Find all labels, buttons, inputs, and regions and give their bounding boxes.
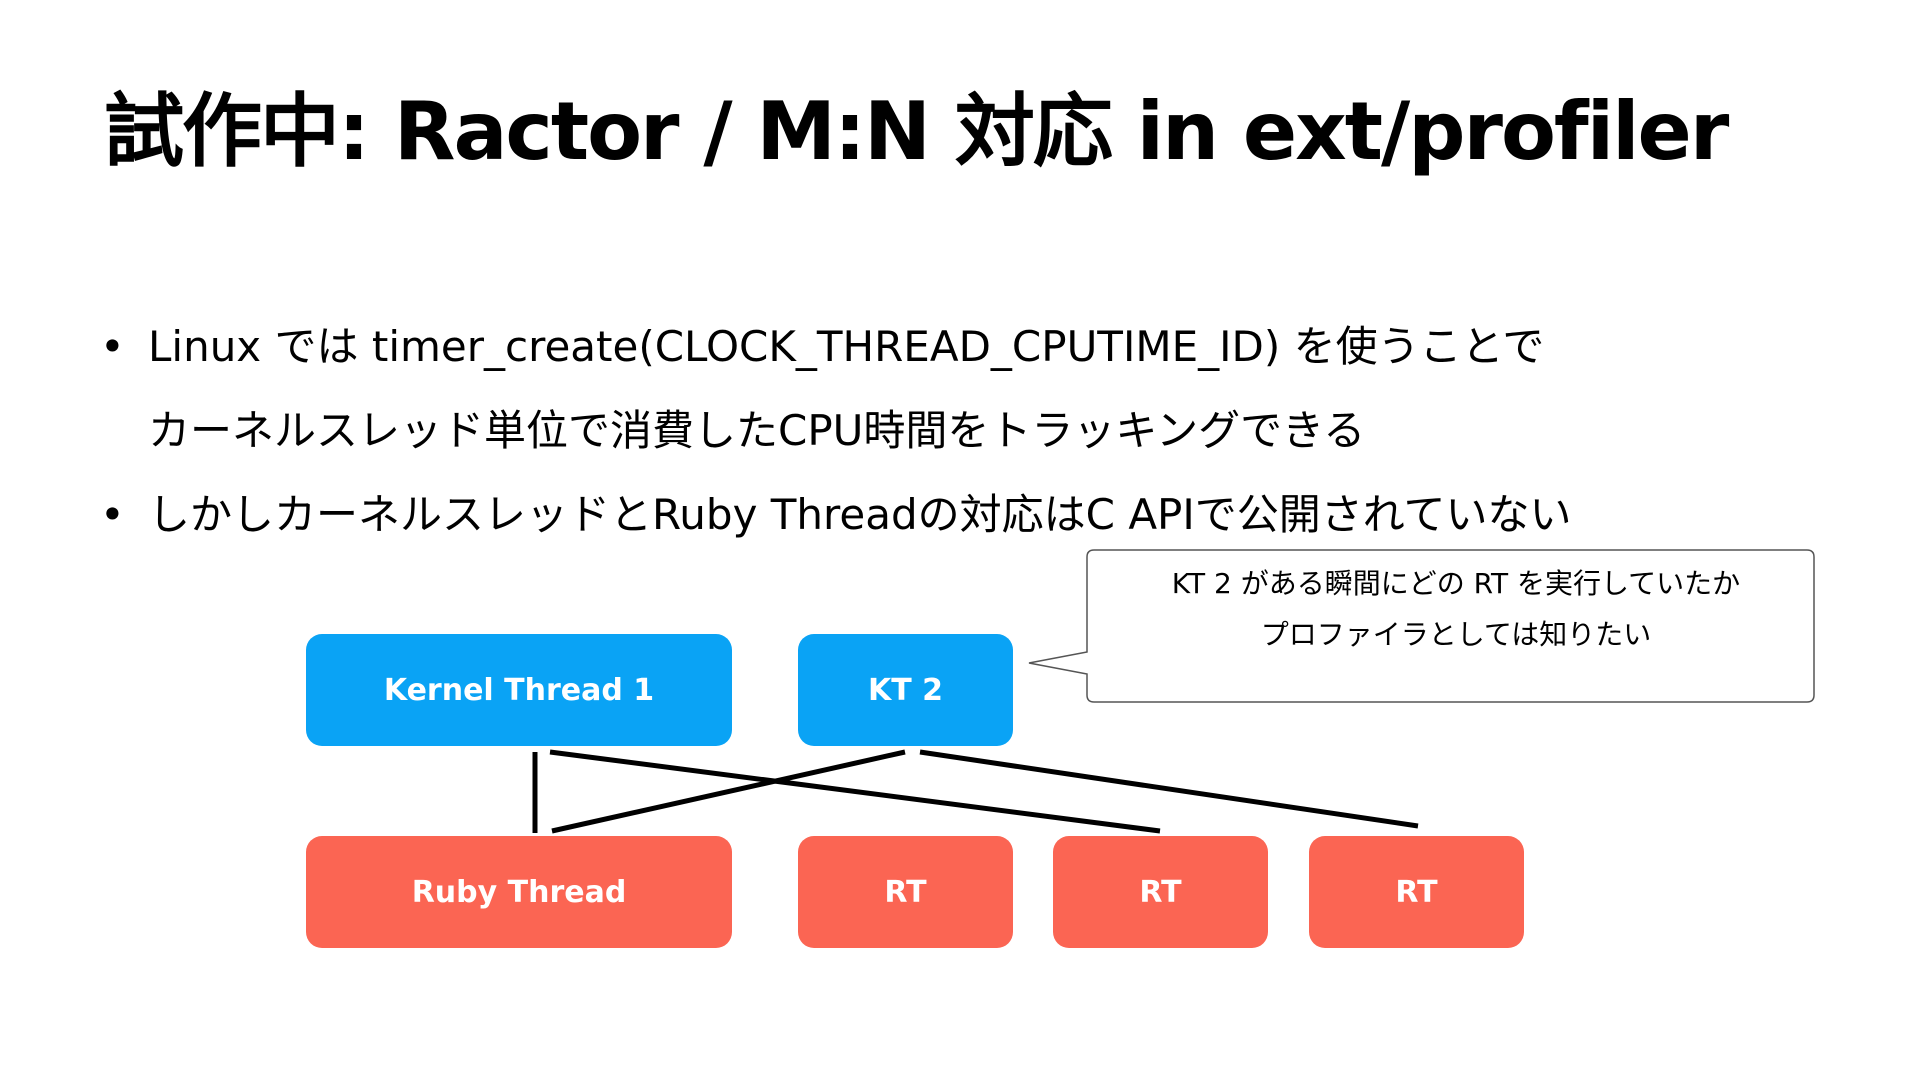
bullet-text: カーネルスレッド単位で消費したCPU時間をトラッキングできる [148,406,1366,455]
ruby-thread-box: Ruby Thread [306,836,732,948]
bullet-item: • Linux では timer_create(CLOCK_THREAD_CPU… [96,305,1572,473]
rt-box: RT [1053,836,1268,948]
bullet-marker: • [100,490,125,539]
kernel-thread-1-box: Kernel Thread 1 [306,634,732,746]
bullet-text: Linux では timer_create(CLOCK_THREAD_CPUTI… [148,322,1545,371]
edge-kt2-rt3 [919,749,1419,829]
kernel-thread-2-box: KT 2 [798,634,1013,746]
bullet-list: • Linux では timer_create(CLOCK_THREAD_CPU… [96,305,1572,557]
rt-box: RT [1309,836,1524,948]
callout-line: KT 2 がある瞬間にどの RT を実行していたか [1171,567,1741,600]
callout-line: プロファイラとしては知りたい [1260,618,1652,651]
bullet-marker: • [100,322,125,371]
bullet-item: • しかしカーネルスレッドとRuby Threadの対応はC APIで公開されて… [96,473,1572,557]
edge-kt1-rt2 [549,749,1161,834]
callout-text: KT 2 がある瞬間にどの RT を実行していたか プロファイラとしては知りたい [1093,558,1819,660]
rt-box: RT [798,836,1013,948]
bullet-text: しかしカーネルスレッドとRuby Threadの対応はC APIで公開されていな… [148,490,1572,539]
edge-kt2-rubythread [551,749,906,834]
slide-title: 試作中: Ractor / M:N 対応 in ext/profiler [104,85,1729,178]
